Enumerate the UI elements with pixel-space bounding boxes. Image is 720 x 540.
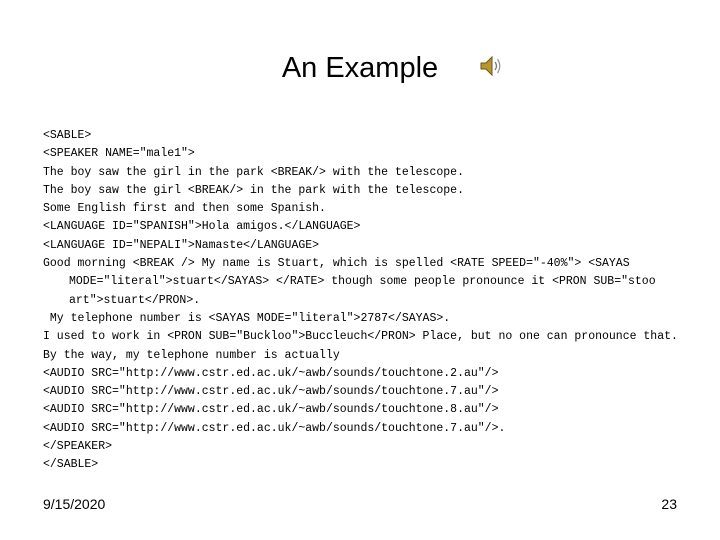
code-line: <AUDIO SRC="http://www.cstr.ed.ac.uk/~aw… xyxy=(43,403,499,417)
code-line: My telephone number is <SAYAS MODE="lite… xyxy=(43,311,451,325)
slide-date: 9/15/2020 xyxy=(43,496,106,512)
code-line: </SABLE> xyxy=(43,458,99,472)
slide-title: An Example xyxy=(281,52,439,84)
code-line: <AUDIO SRC="http://www.cstr.ed.ac.uk/~aw… xyxy=(43,421,506,435)
code-line: I used to work in <PRON SUB="Buckloo">Bu… xyxy=(43,330,678,344)
sable-code-listing: <SABLE> <SPEAKER NAME="male1"> The boy s… xyxy=(43,127,683,475)
code-line: The boy saw the girl in the park <BREAK/… xyxy=(43,165,464,179)
code-line: Some English first and then some Spanish… xyxy=(43,202,326,216)
code-line: </SPEAKER> xyxy=(43,440,113,454)
speaker-icon[interactable] xyxy=(478,54,504,78)
code-line: The boy saw the girl <BREAK/> in the par… xyxy=(43,183,464,197)
code-line: Good morning <BREAK /> My name is Stuart… xyxy=(43,257,656,307)
code-line: <SABLE> xyxy=(43,129,92,142)
code-line: <SPEAKER NAME="male1"> xyxy=(43,147,195,161)
code-line: <LANGUAGE ID="NEPALI">Namaste</LANGUAGE> xyxy=(43,238,320,252)
code-line: <AUDIO SRC="http://www.cstr.ed.ac.uk/~aw… xyxy=(43,366,499,380)
code-line: By the way, my telephone number is actua… xyxy=(43,348,340,362)
code-line: <LANGUAGE ID="SPANISH">Hola amigos.</LAN… xyxy=(43,220,361,234)
code-line: <AUDIO SRC="http://www.cstr.ed.ac.uk/~aw… xyxy=(43,385,499,399)
slide-page-number: 23 xyxy=(661,496,677,512)
